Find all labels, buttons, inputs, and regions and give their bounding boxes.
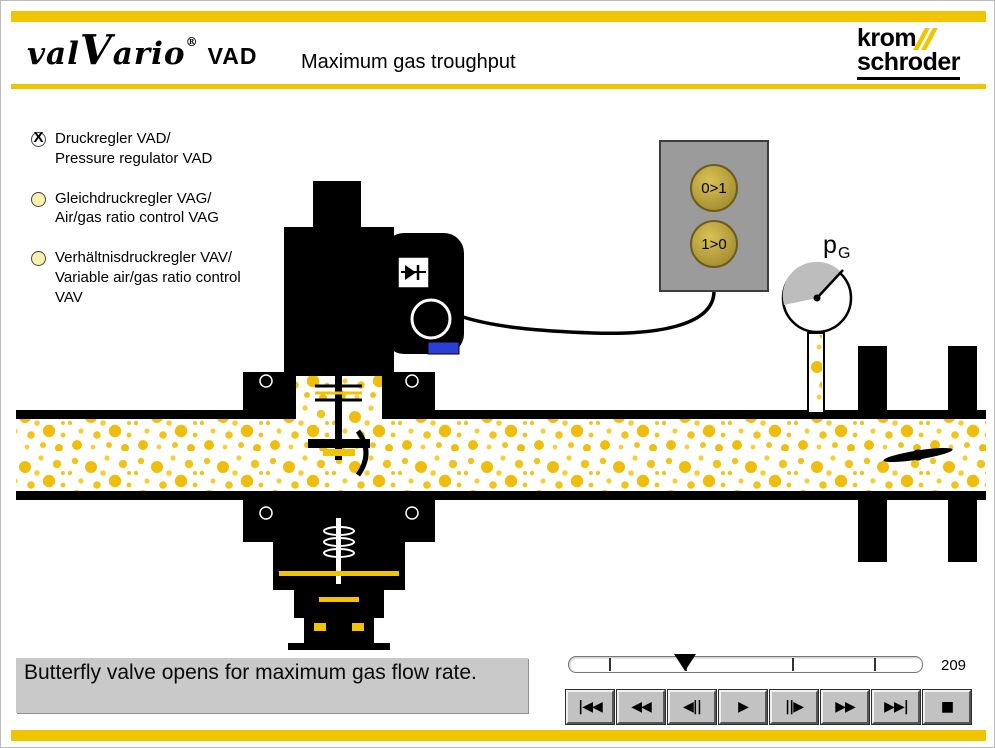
svg-text:1>0: 1>0	[701, 236, 726, 253]
logo-slashes-icon	[913, 28, 938, 50]
step-back-button[interactable]: ◀||	[667, 689, 717, 725]
stop-button[interactable]: ■	[922, 689, 972, 725]
timeline-tick	[609, 658, 611, 671]
kromschroder-logo: krom schroder	[857, 24, 979, 80]
timeline-slider[interactable]	[568, 654, 923, 673]
frame-counter: 209	[941, 657, 967, 674]
gauge-label: p	[823, 231, 837, 259]
switch-button-deenergize: 1>0	[690, 220, 738, 268]
option-label: Druckregler VAD/Pressure regulator VAD	[55, 130, 213, 167]
timeline-marker[interactable]	[674, 654, 696, 671]
skip-end-button[interactable]: ▶▶|	[871, 689, 921, 725]
vad-valve-assembly	[243, 181, 464, 650]
radio-selected-icon[interactable]: X	[31, 129, 46, 147]
option-variable-ratio-vav[interactable]: Verhältnisdruckregler VAV/Variable air/g…	[31, 248, 263, 307]
bottom-accent-strip	[11, 730, 986, 741]
timeline-tick	[792, 658, 794, 671]
gas-pipe	[16, 410, 986, 500]
skip-start-button[interactable]: |◀◀	[565, 689, 615, 725]
gas-flow-speckles	[16, 419, 986, 491]
valvario-brand-logo: valVario®VAD	[27, 26, 258, 74]
valve-body	[243, 363, 435, 477]
gauge-needle	[816, 269, 844, 299]
fast-rewind-button[interactable]: ◀◀	[616, 689, 666, 725]
control-switch-box: 0>1 1>0	[659, 140, 769, 292]
solenoid-actuator	[284, 181, 464, 364]
option-label: Gleichdruckregler VAG/Air/gas ratio cont…	[55, 189, 219, 227]
player-controls: |◀◀ ◀◀ ◀|| ▶ ||▶ ▶▶ ▶▶| ■	[565, 689, 972, 725]
registered-mark: ®	[185, 35, 199, 49]
fast-forward-button[interactable]: ▶▶	[820, 689, 870, 725]
brand-model: VAD	[207, 43, 258, 69]
butterfly-valve	[858, 346, 977, 562]
valve-type-options: X Druckregler VAD/Pressure regulator VAD…	[31, 129, 263, 328]
play-button[interactable]: ▶	[718, 689, 768, 725]
logo-text-bottom: schroder	[857, 49, 960, 80]
gauge-stem	[807, 332, 825, 414]
timeline-tick	[874, 658, 876, 671]
radio-icon[interactable]	[31, 251, 46, 267]
top-accent-strip	[11, 11, 986, 22]
caption-text: Butterfly valve opens for maximum gas fl…	[16, 658, 528, 713]
solenoid-cable	[462, 290, 716, 336]
pressure-gauge: p G	[781, 231, 853, 334]
radio-icon[interactable]	[31, 191, 46, 207]
option-pressure-regulator-vad[interactable]: X Druckregler VAD/Pressure regulator VAD	[31, 129, 263, 169]
slide-title: Maximum gas troughput	[301, 51, 516, 73]
step-forward-button[interactable]: ||▶	[769, 689, 819, 725]
actuator-dial	[410, 298, 452, 340]
option-air-gas-ratio-vag[interactable]: Gleichdruckregler VAG/Air/gas ratio cont…	[31, 189, 263, 229]
electrical-connector	[427, 341, 460, 355]
logo-text-top: krom	[857, 24, 917, 52]
header-divider	[11, 84, 986, 89]
gauge-label-subscript: G	[838, 245, 850, 262]
diaphragm	[279, 571, 399, 576]
switch-button-energize: 0>1	[690, 164, 738, 212]
option-label: Verhältnisdruckregler VAV/Variable air/g…	[55, 249, 241, 306]
pressure-regulator	[243, 500, 435, 650]
svg-text:0>1: 0>1	[701, 180, 726, 197]
brand-script: valVario®VAD	[27, 26, 258, 74]
